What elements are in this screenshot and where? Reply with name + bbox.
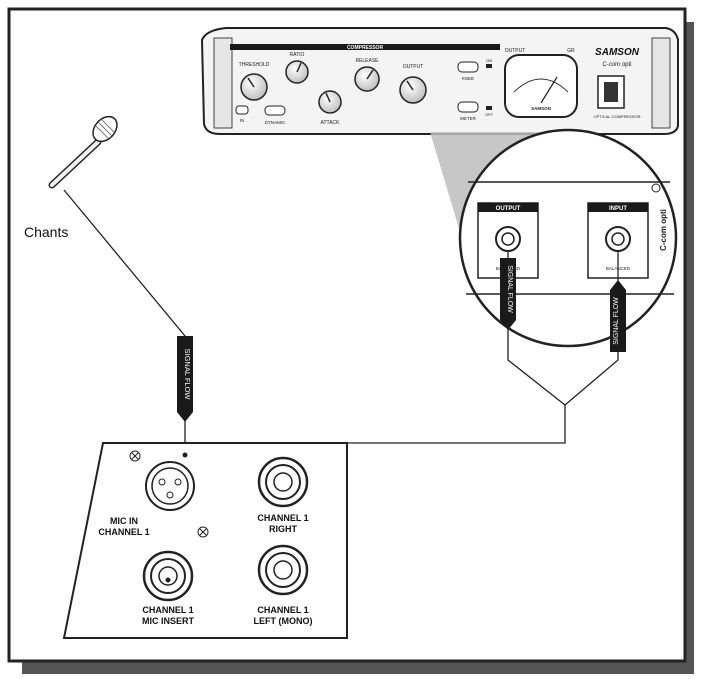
dynamic-switch [264,105,286,116]
insert-plug [165,577,171,583]
svg-text:RELEASE: RELEASE [355,58,379,64]
meter-switch [457,101,479,113]
svg-text:THRESHOLD: THRESHOLD [239,62,270,68]
rear-model-name: C-com opti [659,209,668,251]
svg-text:GR: GR [567,48,575,54]
vu-meter: OUTPUT GR SAMSON [504,48,578,118]
svg-text:IN: IN [240,118,245,123]
front-model-name: C-com opti [602,62,631,68]
svg-text:DYNAMIC: DYNAMIC [265,120,287,125]
right-label: RIGHT [269,524,298,534]
svg-text:SAMSON: SAMSON [531,106,551,111]
left-channel-label: CHANNEL 1 [257,605,308,615]
left-label: LEFT (MONO) [254,616,313,626]
ratio-knob: RATIO [285,52,309,84]
release-knob: RELEASE [354,58,380,92]
right-channel-label: CHANNEL 1 [257,513,308,523]
microphone-icon [48,115,118,189]
svg-text:OUTPUT: OUTPUT [496,206,521,212]
mic-in-channel-label: CHANNEL 1 [98,527,149,537]
in-switch [235,105,249,115]
attack-knob: ATTACK [318,90,342,126]
mic-insert-jack [142,550,194,602]
compressor-section-title: COMPRESSOR [347,45,384,51]
signal-flow-mic: SIGNAL FLOW [177,336,193,422]
insert-channel-label: CHANNEL 1 [142,605,193,615]
signal-flow-input: SIGNAL FLOW [610,280,626,352]
on-led [486,64,492,68]
svg-text:INPUT: INPUT [609,206,627,212]
svg-text:OFF: OFF [485,112,494,117]
microphone-label: Chants [24,224,68,240]
channel-right-jack [257,456,309,508]
knee-switch [457,61,479,73]
brand-logo: SAMSON [595,47,640,58]
output-knob: OUTPUT [399,64,427,104]
off-led [486,106,492,110]
rear-input-jack: INPUT BALANCED [587,202,649,279]
svg-text:RATIO: RATIO [290,52,305,58]
rear-screw [651,183,661,193]
compressor-front-panel: COMPRESSOR THRESHOLD RATIO ATTACK RELEAS… [200,27,679,135]
mixer-panel: MIC IN CHANNEL 1 CHANNEL 1 MIC INSERT CH… [62,442,348,639]
insert-label: MIC INSERT [142,616,195,626]
mic-plug [182,452,188,458]
svg-text:SIGNAL FLOW: SIGNAL FLOW [613,297,620,345]
svg-text:SIGNAL FLOW: SIGNAL FLOW [183,349,192,401]
threshold-knob: THRESHOLD [239,62,270,101]
svg-text:OUTPUT: OUTPUT [403,64,424,70]
svg-text:KNEE: KNEE [462,76,474,81]
svg-text:METER: METER [460,116,477,121]
svg-text:SIGNAL FLOW: SIGNAL FLOW [506,265,513,313]
mic-in-label: MIC IN [110,516,138,526]
rear-panel-magnifier: OUTPUT BALANCED INPUT BALANCED C-com opt… [458,128,678,348]
signal-flow-output: SIGNAL FLOW [500,258,516,330]
svg-text:ON: ON [486,58,492,63]
svg-text:ATTACK: ATTACK [321,120,341,126]
svg-text:OPTICAL COMPRESSOR: OPTICAL COMPRESSOR [594,114,641,119]
svg-text:OUTPUT: OUTPUT [505,48,526,54]
channel-left-jack [257,544,309,596]
xlr-mic-input [129,450,209,538]
